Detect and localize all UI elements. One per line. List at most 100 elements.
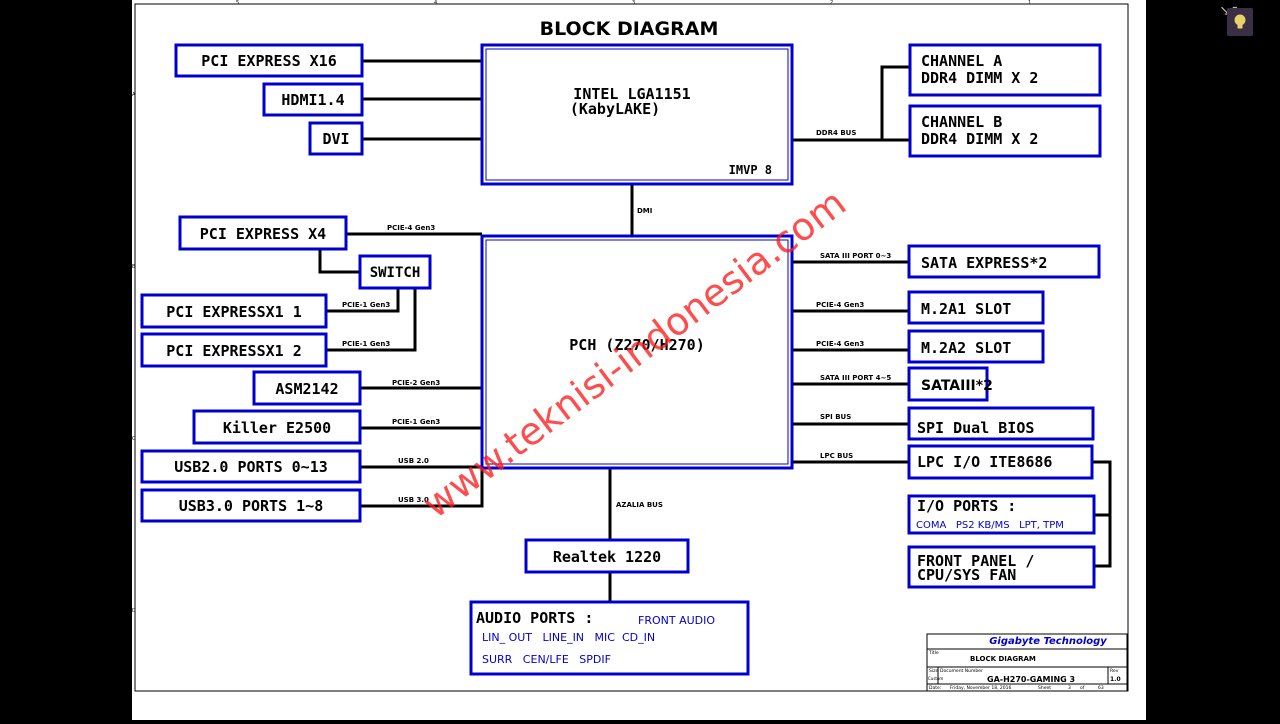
bus-label: SATA III PORT 0~3 [820,252,891,260]
pcie-x1-1-block[interactable]: PCI EXPRESSX1 1 [140,293,328,329]
title-caption: Title [928,650,939,656]
audio-outputs-row: SURR CEN/LFE SPDIF [482,653,611,666]
channel-b-block[interactable]: CHANNEL B DDR4 DIMM X 2 [908,104,1102,158]
company-name: Gigabyte Technology [989,636,1107,647]
border-number: 5 [236,0,239,6]
border-number: 2 [830,0,833,6]
viewer-toolbar: ↘↖ [1148,0,1280,720]
asm2142-block[interactable]: ASM2142 [252,370,362,406]
switch-label: SWITCH [370,265,421,281]
bus-labels: DDR4 BUS DMI PCIE-4 Gen3 PCIE-1 Gen3 PCI… [342,129,891,509]
bus-label: DDR4 BUS [816,129,856,137]
bus-label: PCIE-1 Gen3 [392,418,440,426]
channel-b-dimm-label: DDR4 DIMM X 2 [921,130,1038,148]
bus-label: PCIE-4 Gen3 [816,301,864,309]
date-value: Friday, November 18, 2016 [950,685,1012,691]
bus-label: PCIE-4 Gen3 [816,340,864,348]
border-number: 3 [632,0,635,6]
cpu-block[interactable]: INTEL LGA1151 (KabyLAKE) IMVP 8 [480,43,794,186]
realtek-block[interactable]: Realtek 1220 [524,538,690,574]
audio-jacks-row: LIN_ OUT LINE_IN MIC CD_IN [482,631,655,644]
sata-express-block[interactable]: SATA EXPRESS*2 [907,244,1101,279]
pch-block[interactable]: PCH (Z270/H270) [480,234,794,470]
title-block: Gigabyte Technology Title BLOCK DIAGRAM … [926,633,1128,692]
pcie-x1-2-block[interactable]: PCI EXPRESSX1 2 [140,332,328,368]
asm2142-label: ASM2142 [275,380,338,398]
hdmi-block[interactable]: HDMI1.4 [262,82,364,117]
audio-front-label: FRONT AUDIO [638,614,715,627]
sata-express-label: SATA EXPRESS*2 [921,254,1047,272]
bus-label: AZALIA BUS [616,501,663,509]
lpc-io-block[interactable]: LPC I/O ITE8686 [907,444,1094,480]
m2a1-block[interactable]: M.2A1 SLOT [907,290,1045,325]
channel-a-block[interactable]: CHANNEL A DDR4 DIMM X 2 [908,43,1102,97]
border-letter: C [132,436,136,442]
bus-label: DMI [637,207,652,215]
dvi-label: DVI [322,130,349,148]
pcie-x4-block[interactable]: PCI EXPRESS X4 [178,215,348,251]
sheet-caption: Sheet [1038,685,1051,691]
cpu-sys-fan-label: CPU/SYS FAN [917,566,1016,584]
date-caption: Date: [929,685,941,691]
killer-label: Killer E2500 [223,419,331,437]
bus-label: SPI BUS [820,413,851,421]
usb2-label: USB2.0 PORTS 0~13 [174,458,328,476]
border-letter: D [132,608,136,614]
wires [318,59,1112,602]
size-value: Custom [928,676,943,681]
audio-ports-block[interactable]: AUDIO PORTS : FRONT AUDIO LIN_ OUT LINE_… [469,600,750,676]
pcie-x1-2-label: PCI EXPRESSX1 2 [166,342,301,360]
channel-b-label: CHANNEL B [921,113,1002,131]
bus-label: USB 3.0 [398,496,429,504]
revision: 1.0 [1110,676,1121,683]
cpu-label: INTEL LGA1151 [573,85,690,103]
vrm-label: IMVP 8 [729,163,772,177]
sheet-total: 63 [1098,685,1104,691]
border-number: 4 [434,0,437,6]
front-panel-block[interactable]: FRONT PANEL / CPU/SYS FAN [907,545,1096,589]
lpc-io-label: LPC I/O ITE8686 [917,453,1052,471]
audio-ports-title: AUDIO PORTS : [476,609,593,627]
sheet-number: 3 [1068,685,1071,691]
channel-a-label: CHANNEL A [921,52,1002,70]
bus-label: SATA III PORT 4~5 [820,374,891,382]
document-number: GA-H270-GAMING 3 [987,675,1075,684]
pcie-x1-1-label: PCI EXPRESSX1 1 [166,303,301,321]
channel-a-dimm-label: DDR4 DIMM X 2 [921,69,1038,87]
hdmi-label: HDMI1.4 [281,91,344,109]
size-caption: Size [929,668,938,674]
cpu-codename: (KabyLAKE) [570,100,660,118]
spi-bios-block[interactable]: SPI Dual BIOS [907,406,1095,441]
bus-label: PCIE-1 Gen3 [342,340,390,348]
sheet-border [134,3,1129,692]
io-ports-block[interactable]: I/O PORTS : COMA PS2 KB/MS LPT, TPM [907,494,1096,535]
pcie-x16-block[interactable]: PCI EXPRESS X16 [174,43,364,78]
usb2-block[interactable]: USB2.0 PORTS 0~13 [140,449,362,484]
pcie-x4-label: PCI EXPRESS X4 [200,225,326,243]
lightbulb-icon [1234,14,1246,29]
m2a2-block[interactable]: M.2A2 SLOT [907,329,1045,364]
switch-block[interactable]: SWITCH [358,254,432,290]
io-ports-items: COMA PS2 KB/MS LPT, TPM [916,520,1064,531]
usb3-label: USB3.0 PORTS 1~8 [179,497,324,515]
block-diagram: 5 4 3 2 1 A B C D BLOCK DIAGRAM [132,0,1129,692]
border-letter: A [132,92,136,98]
realtek-label: Realtek 1220 [553,548,661,566]
border-markers: 5 4 3 2 1 A B C D [132,0,1031,614]
lightbulb-button[interactable] [1227,8,1253,36]
front-panel-label: FRONT PANEL / [917,552,1034,570]
border-letter: B [132,264,136,270]
bus-label: PCIE-2 Gen3 [392,379,440,387]
diagram-title: BLOCK DIAGRAM [540,18,719,40]
sata3-block[interactable]: SATAIII*2 [907,366,993,402]
spi-bios-label: SPI Dual BIOS [917,419,1034,437]
rev-caption: Rev [1110,668,1119,674]
bus-label: PCIE-4 Gen3 [387,224,435,232]
usb3-block[interactable]: USB3.0 PORTS 1~8 [140,488,362,523]
dvi-block[interactable]: DVI [308,121,364,156]
sheet-of-caption: of [1080,685,1085,691]
m2a1-label: M.2A1 SLOT [921,300,1011,318]
killer-block[interactable]: Killer E2500 [192,409,362,445]
bus-label: PCIE-1 Gen3 [342,301,390,309]
io-ports-title: I/O PORTS : [917,497,1016,515]
